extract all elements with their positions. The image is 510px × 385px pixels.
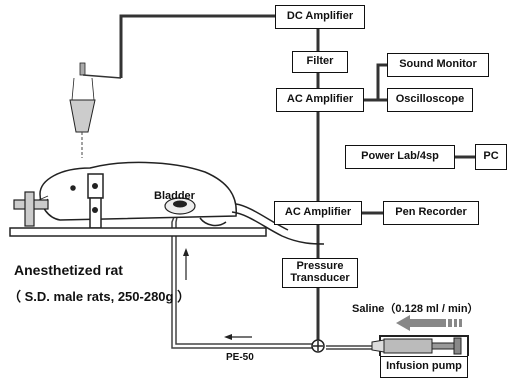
flow-arrow-up [183, 248, 189, 280]
platform [9, 227, 267, 237]
oscilloscope-box: Oscilloscope [387, 88, 473, 112]
ac-amplifier-box-1: AC Amplifier [276, 88, 364, 112]
power-lab-box: Power Lab/4sp [345, 145, 455, 169]
ac-amplifier-box-2: AC Amplifier [274, 201, 362, 225]
rat-details-label: （ S.D. male rats, 250-280g ） [8, 289, 191, 304]
sound-monitor-link [376, 63, 387, 100]
flow-arrow-left [224, 334, 252, 340]
saline-label: Saline（0.128 ml / min） [352, 303, 479, 315]
sound-monitor-box: Sound Monitor [387, 53, 489, 77]
tube-label: PE-50 [226, 352, 254, 363]
anesthetized-rat-label: Anesthetized rat [14, 262, 123, 278]
syringe-icon [371, 337, 462, 355]
pressure-transducer-box: Pressure Transducer [282, 258, 358, 288]
needle-electrode-icon [69, 62, 122, 158]
infusion-pump-box: Infusion pump [380, 356, 468, 378]
pc-box: PC [475, 144, 507, 170]
pen-recorder-box: Pen Recorder [383, 201, 479, 225]
electrode-cable [119, 14, 275, 78]
dc-amplifier-box: DC Amplifier [275, 5, 365, 29]
stereotaxic-ear-bar [13, 191, 49, 227]
filter-box: Filter [292, 51, 348, 73]
bladder-label: Bladder [154, 190, 195, 202]
head-holder [87, 173, 104, 229]
saline-flow-arrow [396, 315, 462, 331]
